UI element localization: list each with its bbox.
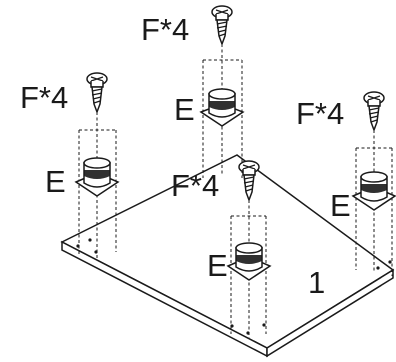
pad-cup-icon [351,171,396,211]
screw-icon [86,72,108,115]
foot-assembly-left [74,72,120,258]
screw-icon [211,5,233,47]
foot-assembly-front [226,160,272,338]
screw-label-front: F*4 [171,168,219,203]
screw-label-left: F*4 [20,80,68,115]
pad-cup-icon [74,157,120,197]
pad-cup-icon [226,242,272,281]
panel-board [60,154,395,358]
screw-icon [363,91,385,133]
screw-label-right: F*4 [296,96,344,131]
pad-label-front: E [207,248,228,283]
foot-assembly-rear [199,5,245,178]
pad-cup-icon [199,88,245,127]
pad-label-right: E [330,188,351,223]
pad-label-left: E [45,164,66,199]
pad-label-rear: E [174,92,195,127]
screw-icon [238,160,260,203]
foot-assembly-right [351,91,396,276]
panel-number-label: 1 [308,265,325,300]
screw-label-rear: F*4 [141,12,189,47]
